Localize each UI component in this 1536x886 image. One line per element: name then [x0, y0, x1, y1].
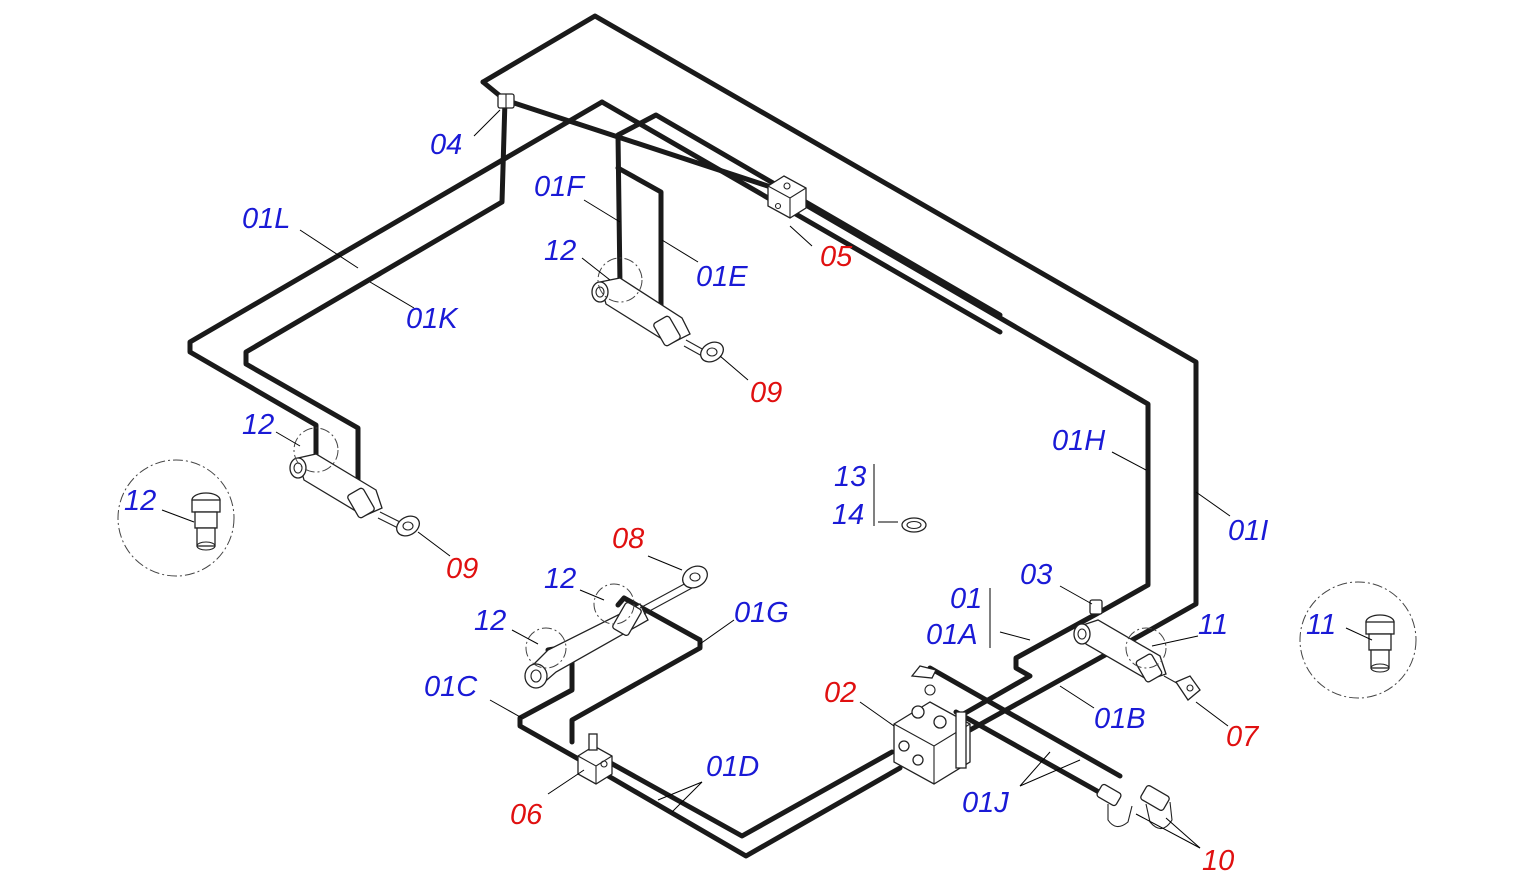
hose-01D-b: [595, 749, 895, 839]
quick-couplers-10: [1096, 783, 1173, 830]
label-12-left: 12: [242, 409, 274, 441]
label-01B: 01B: [1094, 703, 1146, 735]
label-03: 03: [1020, 559, 1052, 591]
block-06: [577, 733, 613, 785]
cylinder-lower: [524, 565, 708, 689]
hose-01E: [615, 165, 664, 313]
fitting-03: [1089, 599, 1103, 615]
label-12-lower-b: 12: [474, 605, 506, 637]
label-01J: 01J: [962, 787, 1009, 819]
hose-01J-b: [953, 709, 1109, 799]
label-09-upper: 09: [750, 377, 782, 409]
label-01F: 01F: [534, 171, 586, 203]
cylinder-upper: [591, 257, 724, 363]
label-01A: 01A: [926, 619, 978, 651]
label-01D: 01D: [706, 751, 759, 783]
label-04: 04: [430, 129, 462, 161]
label-01H: 01H: [1052, 425, 1105, 457]
cylinder-left: [289, 427, 420, 537]
label-01E: 01E: [696, 261, 748, 293]
label-11-detail: 11: [1306, 609, 1336, 641]
block-05: [767, 175, 807, 219]
hoses: [187, 13, 1199, 859]
label-06: 06: [510, 799, 543, 831]
label-05: 05: [820, 241, 853, 273]
cylinder-right: [1073, 619, 1201, 701]
valve-02: [893, 665, 971, 785]
hose-01L: [187, 99, 605, 463]
label-01: 01: [950, 583, 982, 615]
hose-01F: [615, 112, 1003, 318]
label-11-cylinder: 11: [1198, 609, 1228, 641]
o-ring-14: [901, 517, 927, 533]
hose-01I: [480, 13, 1199, 633]
label-01C: 01C: [424, 671, 478, 703]
part-labels: 04 01L 01K 01F 01E 12 05 09 12 09 12 01H…: [124, 129, 1336, 877]
label-01I: 01I: [1228, 515, 1268, 547]
label-01K: 01K: [406, 303, 459, 335]
label-12-lower-a: 12: [544, 563, 576, 595]
tee-fitting-04: [497, 93, 515, 109]
hose-01L-top: [599, 99, 1003, 335]
hose-01J-a: [927, 665, 1123, 779]
label-01L: 01L: [242, 203, 290, 235]
label-12-upper: 12: [544, 235, 576, 267]
label-07: 07: [1226, 721, 1260, 753]
hose-01H: [502, 97, 1151, 615]
leader-lines: [161, 109, 1373, 849]
detail-view-12: [117, 459, 235, 577]
label-08: 08: [612, 523, 644, 555]
label-12-detail: 12: [124, 485, 156, 517]
label-01G: 01G: [734, 597, 789, 629]
hose-01D: [595, 765, 903, 859]
hose-01A: [957, 609, 1103, 719]
label-02: 02: [824, 677, 856, 709]
label-13: 13: [834, 461, 866, 493]
label-10: 10: [1202, 845, 1234, 877]
label-09-left: 09: [446, 553, 478, 585]
label-14: 14: [832, 499, 864, 531]
detail-view-11: [1299, 581, 1417, 699]
hose-01K: [243, 97, 508, 493]
